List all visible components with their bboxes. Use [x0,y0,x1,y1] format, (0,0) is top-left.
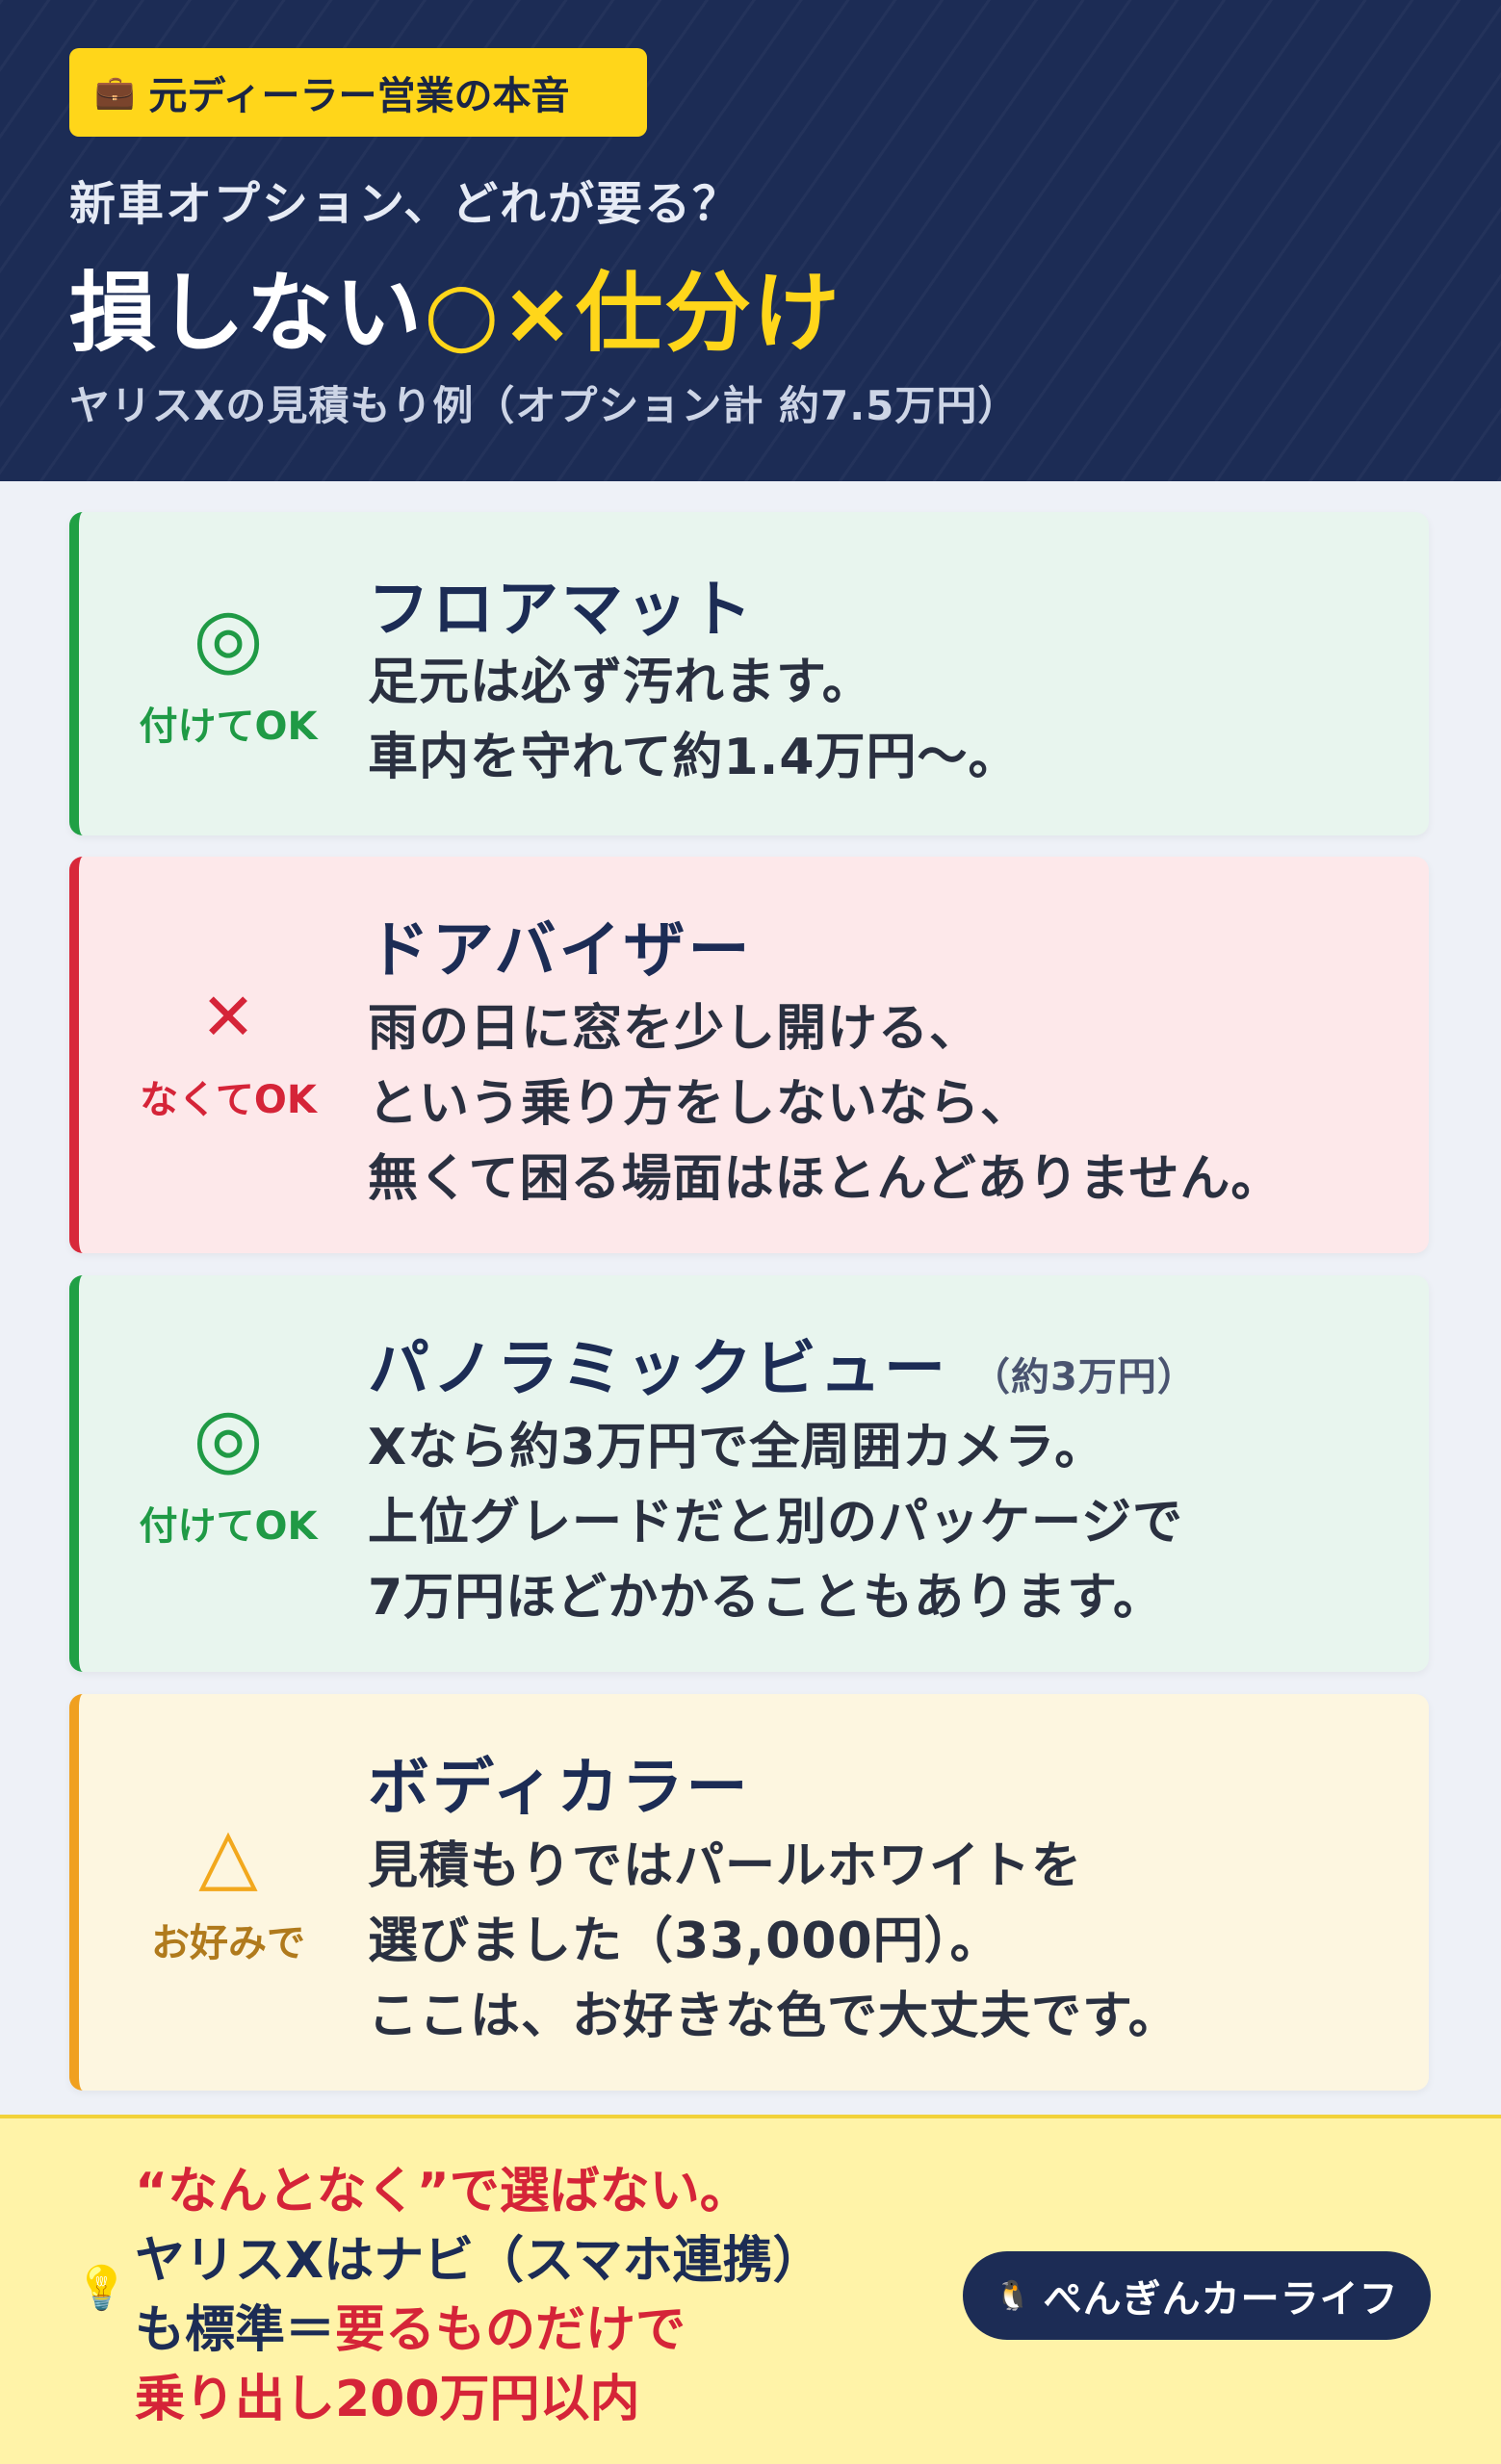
option-card-door-visor: ✕ なくてOK ドアバイザー 雨の日に窓を少し開ける、 という乗り方をしないなら… [69,857,1429,1253]
option-description: 雨の日に窓を少し開ける、 という乗り方をしないなら、 無くて困る場面はほとんどあ… [368,991,1281,1217]
summary-line-4: 乗り出し200万円以内 [135,2371,640,2428]
category-badge: 💼 元ディーラー営業の本音 [69,48,647,137]
option-description: 見積もりではパールホワイトを 選びました（33,000円）。 ここは、お好きな色… [368,1829,1179,2054]
summary-line-3: も標準＝要るものだけで [135,2296,823,2365]
verdict-column: △ お好みで [79,1694,377,2091]
header-banner: 💼 元ディーラー営業の本音 新車オプション、どれが要る？ 損しない○×仕分け ヤ… [0,0,1501,481]
summary-line-3-highlight: 要るものだけで [335,2301,686,2359]
verdict-label: 付けてOK [139,705,318,749]
option-card-panoramic-view: ◎ 付けてOK パノラミックビュー （約3万円） Xなら約3万円で全周囲カメラ。 … [69,1275,1429,1672]
option-description: 足元は必ず汚れます。 車内を守れて約1.4万円〜。 [368,645,1020,795]
brand-pill[interactable]: 🐧 ぺんぎんカーライフ [963,2251,1431,2340]
option-title: ドアバイザー [368,915,753,987]
description-line: 車内を守れて約1.4万円〜。 [368,729,1020,786]
description-line: Xなら約3万円で全周囲カメラ。 [368,1419,1106,1476]
lightbulb-icon: 💡 [75,2264,128,2313]
description-line: 無くて困る場面はほとんどありません。 [368,1150,1282,1208]
summary-text: “なんとなく”で選ばない。 ヤリスXはナビ（スマホ連携） も標準＝要るものだけで… [135,2157,823,2434]
description-line: 足元は必ず汚れます。 [368,654,873,711]
summary-footer: 💡 “なんとなく”で選ばない。 ヤリスXはナビ（スマホ連携） も標準＝要るものだ… [0,2115,1501,2464]
option-title: パノラミックビュー （約3万円） [368,1320,1197,1408]
description-line: ここは、お好きな色で大丈夫です。 [368,1988,1179,2045]
double-circle-icon: ◎ [193,1390,264,1484]
verdict-label: お好みで [151,1921,305,1965]
description-line: 7万円ほどかかることもあります。 [368,1569,1164,1627]
verdict-column: ✕ なくてOK [79,857,377,1253]
option-card-floor-mat: ◎ 付けてOK フロアマット 足元は必ず汚れます。 車内を守れて約1.4万円〜。 [69,512,1429,835]
description-line: 上位グレードだと別のパッケージで [368,1494,1183,1552]
description-line: 雨の日に窓を少し開ける、 [368,1000,981,1058]
description-line: という乗り方をしないなら、 [368,1075,1032,1133]
penguin-icon: 🐧 [995,2278,1032,2313]
verdict-column: ◎ 付けてOK [79,1275,377,1672]
badge-label: 元ディーラー営業の本音 [148,74,570,118]
summary-line-3-pre: も標準＝ [135,2301,336,2359]
option-card-body-color: △ お好みで ボディカラー 見積もりではパールホワイトを 選びました（33,00… [69,1694,1429,2091]
subtitle: 新車オプション、どれが要る？ [69,177,741,231]
triangle-icon: △ [198,1810,258,1900]
briefcase-icon: 💼 [94,73,136,112]
verdict-label: なくてOK [140,1078,317,1122]
double-circle-icon: ◎ [193,590,264,684]
description-line: 選びました（33,000円）。 [368,1912,1001,1970]
option-description: Xなら約3万円で全周囲カメラ。 上位グレードだと別のパッケージで 7万円ほどかか… [368,1410,1183,1635]
title-accent: ○×仕分け [424,263,841,364]
option-title-text: パノラミックビュー [368,1334,948,1405]
summary-line-2: ヤリスXはナビ（スマホ連携） [135,2232,823,2290]
brand-name: ぺんぎんカーライフ [1043,2277,1399,2322]
summary-line-1: “なんとなく”で選ばない。 [135,2163,750,2220]
description-line: 見積もりではパールホワイトを [368,1837,1083,1895]
price-note: （約3万円） [971,1355,1197,1399]
verdict-column: ◎ 付けてOK [79,512,377,835]
cross-icon: ✕ [200,980,256,1056]
title-main: 損しない [69,263,424,364]
page-title: 損しない○×仕分け [69,243,841,368]
estimate-note: ヤリスXの見積もり例（オプション計 約7.5万円） [69,382,1020,429]
option-title: フロアマット [368,575,755,646]
verdict-label: 付けてOK [139,1504,318,1549]
option-title: ボディカラー [368,1753,751,1824]
